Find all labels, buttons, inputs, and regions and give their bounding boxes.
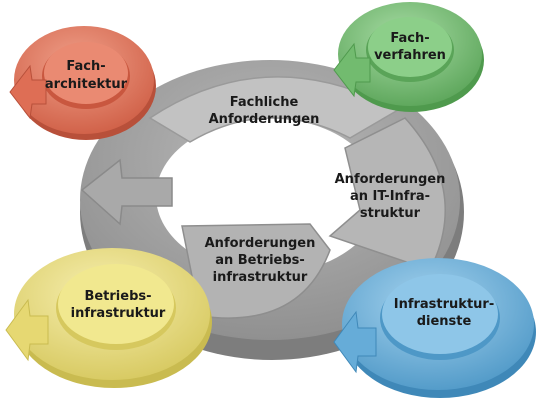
cycle-arrow-icon [333,310,377,374]
cycle-arrow-icon [333,42,371,98]
segment-bottom-label-line3: infrastruktur [213,270,308,285]
cycle-arrow-icon [9,64,47,120]
cycle-betriebsinfrastruktur-line1: Betriebs- [84,289,151,304]
cycle-fach-architektur [9,26,156,140]
cycle-fach-architektur-line1: Fach- [66,59,105,74]
cycle-inner [368,17,452,77]
cycle-fachverfahren [333,2,484,112]
cycle-fach-architektur-line2: architektur [45,77,128,92]
cycle-betriebsinfrastruktur [5,248,212,388]
cycle-inner [382,274,498,354]
ring-arrow-left [80,158,173,226]
cycle-infrastrukturdienste-line1: Infrastruktur- [394,297,494,312]
segment-top-label-line1: Fachliche [230,95,299,110]
cycle-fachverfahren-line1: Fach- [390,31,429,46]
segment-right-label-line2: an IT-Infra- [350,189,430,204]
segment-top-label-line2: Anforderungen [209,112,320,127]
cycle-betriebsinfrastruktur-line2: infrastruktur [71,306,166,321]
segment-bottom-label-line2: an Betriebs- [215,253,305,268]
segment-right-label-line1: Anforderungen [335,172,446,187]
segment-right-label-line3: struktur [360,206,421,221]
cycle-arrow-icon [5,298,49,362]
segment-bottom-label-line1: Anforderungen [205,236,316,251]
cycle-infrastrukturdienste [333,258,536,398]
cycle-fachverfahren-line2: verfahren [374,48,446,63]
cycle-inner [44,42,128,104]
cycle-infrastrukturdienste-line2: dienste [417,314,472,329]
cycle-inner [58,264,174,344]
segment-bottom [181,223,331,319]
